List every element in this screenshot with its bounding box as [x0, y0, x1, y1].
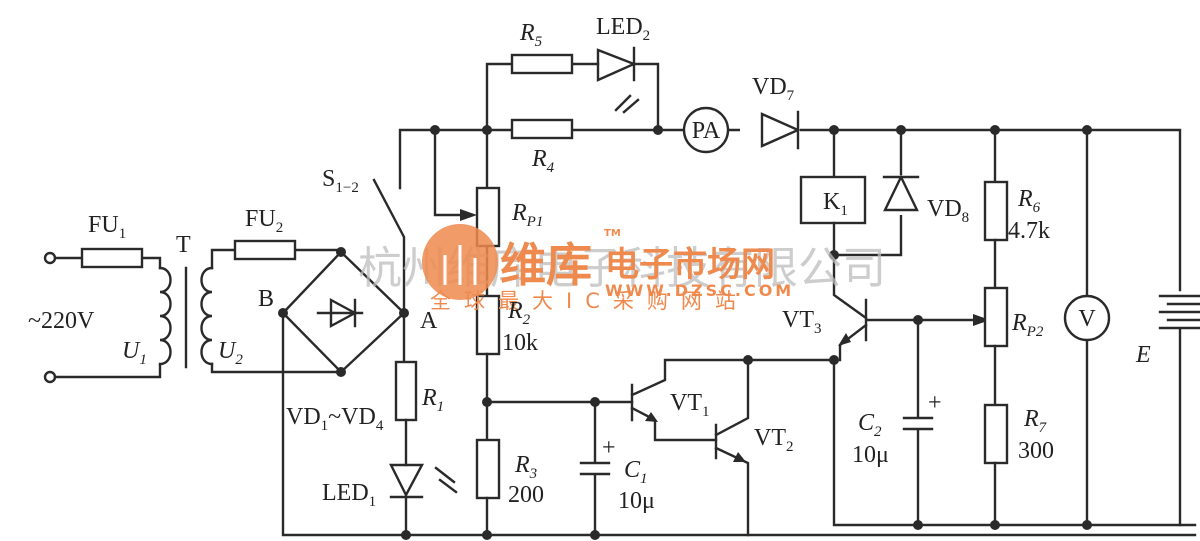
label-k1: K1 [823, 189, 848, 219]
potentiometer-rp2 [983, 286, 1009, 348]
label-vt1: VT1 [670, 390, 710, 420]
input-terminal-bottom [43, 370, 57, 384]
component-labels: FU1 T FU2 ~220V U1 U2 B A S1−2 VD1~VD4 R… [28, 14, 1151, 514]
relay-k1 [799, 125, 867, 260]
rp1-wiper-arrow [460, 209, 477, 221]
watermark-tagline: 电子市场网 [605, 245, 775, 285]
label-c2-value: 10μ [852, 442, 889, 468]
label-c1-value: 10μ [618, 488, 655, 514]
rp1-r2-r3-divider [433, 128, 634, 540]
label-r7-value: 300 [1018, 438, 1054, 464]
label-s12: S1−2 [322, 166, 359, 196]
label-r3-value: 200 [508, 482, 544, 508]
label-voltmeter: V [1078, 306, 1096, 332]
label-vt3: VT3 [782, 307, 822, 337]
label-pa: PA [692, 118, 721, 144]
transistor-vt1 [630, 358, 836, 422]
watermark-brand: 维库 [500, 238, 592, 292]
transistor-vt3 [829, 253, 920, 365]
primary-winding [158, 266, 172, 366]
label-r7: R7 [1023, 406, 1048, 436]
bridge-rectifier [278, 247, 1197, 537]
resistor-r4 [510, 118, 574, 140]
label-node-a: A [420, 308, 438, 334]
resistor-r6 [983, 180, 1009, 242]
label-c1: C1 [624, 457, 648, 487]
label-u1: U1 [122, 338, 147, 368]
fuse-fu2 [233, 239, 297, 261]
label-r2: R2 [507, 298, 531, 328]
label-u2: U2 [218, 338, 243, 368]
label-r5: R5 [519, 20, 543, 50]
battery-e [1158, 294, 1200, 527]
fuse-fu1 [80, 247, 144, 269]
darlington-vt1-vt2 [630, 355, 836, 537]
label-vd1-vd4: VD1~VD4 [286, 404, 384, 434]
led1-light-arrows [434, 466, 458, 494]
transformer-t [158, 239, 342, 374]
ammeter-pa [682, 106, 730, 154]
resistor-r5 [510, 53, 574, 75]
transistor-vt2 [714, 358, 750, 460]
watermark-tm: TM [604, 228, 621, 239]
capacitor-c2 [902, 318, 934, 527]
label-vt2: VT2 [754, 425, 794, 455]
voltmeter-v [1063, 294, 1111, 342]
label-led1: LED1 [322, 480, 376, 510]
label-r2-value: 10k [502, 330, 538, 356]
label-r4: R4 [531, 146, 555, 176]
label-led2: LED2 [596, 14, 650, 44]
ac-input [43, 247, 162, 384]
diode-vd7 [740, 110, 801, 150]
led1-symbol [389, 463, 424, 499]
label-node-b: B [258, 286, 274, 312]
rp2-wiper-arrow [973, 314, 990, 326]
led2-symbol [596, 46, 638, 82]
label-c2-polarity: + [928, 390, 942, 416]
bridge-diode-symbol [316, 297, 364, 329]
label-fu1: FU1 [88, 212, 126, 242]
watermark: 杭州维库电子科技有限公司 维库 电子市场网 TM WWW.DZSC.COM 全球… [358, 224, 886, 313]
r4-r5-network [430, 46, 663, 140]
label-t: T [176, 232, 191, 258]
label-battery-e: E [1135, 342, 1151, 368]
secondary-winding [200, 266, 214, 366]
label-rp2: RP2 [1011, 310, 1044, 340]
capacitor-c1 [579, 400, 611, 537]
diode-vd8 [832, 125, 920, 257]
label-vd7: VD7 [752, 74, 795, 104]
label-c2: C2 [858, 410, 882, 440]
label-r3: R3 [514, 452, 537, 482]
resistor-r3 [475, 438, 501, 500]
label-rp1: RP1 [511, 200, 543, 230]
label-c1-polarity: + [602, 435, 616, 461]
label-fu2: FU2 [245, 206, 283, 236]
watermark-slogan: 全球最大IC采购网站 [430, 289, 749, 313]
label-ac-voltage: ~220V [28, 308, 95, 334]
led2-light-arrows [614, 94, 640, 114]
label-r6: R6 [1017, 186, 1041, 216]
label-r1: R1 [421, 385, 444, 415]
watermark-url: WWW.DZSC.COM [605, 281, 794, 300]
resistor-r7 [983, 403, 1009, 465]
input-terminal-top [43, 251, 57, 265]
label-vd8: VD8 [927, 196, 969, 226]
output-network [832, 125, 1200, 530]
r1-led1-branch [389, 311, 458, 540]
label-r6-value: 4.7k [1008, 218, 1050, 244]
resistor-r1 [394, 360, 418, 422]
